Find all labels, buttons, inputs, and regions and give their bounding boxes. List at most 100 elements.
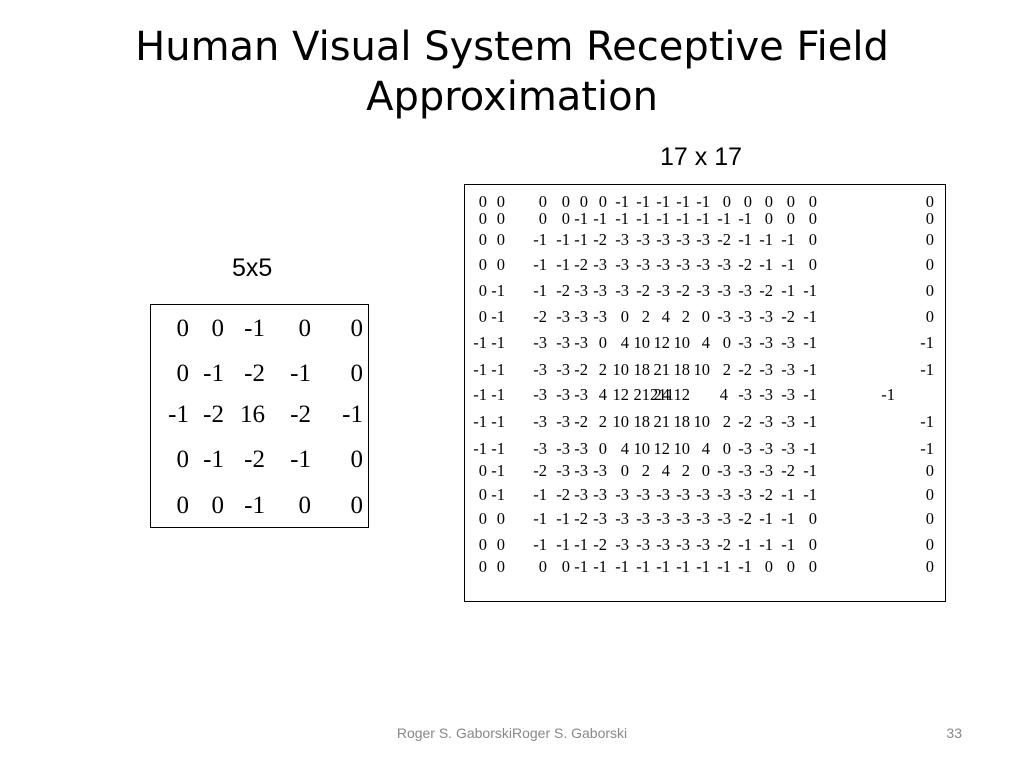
matrix-cell: -1 [803, 439, 817, 458]
matrix-cell: -1 [290, 360, 311, 387]
matrix-cell: 18 [633, 412, 651, 431]
matrix-cell: 0 [786, 192, 795, 211]
matrix-cell: 0 [538, 192, 547, 211]
matrix-cell: -3 [696, 281, 710, 300]
matrix-cell: -1 [920, 333, 934, 352]
matrix-cell: -1 [781, 535, 795, 554]
matrix-cell: 0 [598, 192, 607, 211]
matrix-cell: -2 [244, 446, 265, 473]
matrix-cell: -1 [491, 439, 505, 458]
matrix-cell: 0 [350, 360, 364, 387]
matrix-cell: -1 [656, 209, 670, 228]
matrix-cell: -3 [636, 255, 650, 274]
matrix-cell: -3 [738, 333, 752, 352]
matrix-cell: -3 [696, 485, 710, 504]
matrix-cell: -1 [244, 492, 265, 519]
matrix-cell: 0 [478, 192, 487, 211]
matrix-cell: -3 [593, 281, 607, 300]
matrix-cell: -1 [574, 209, 588, 228]
matrix-cell: -1 [920, 412, 934, 431]
matrix-cell: -1 [593, 557, 607, 576]
matrix-cell: -1 [738, 535, 752, 554]
matrix-cell: -1 [342, 401, 363, 428]
matrix-cell: -1 [803, 461, 817, 480]
matrix-cell: -2 [533, 307, 547, 326]
matrix-cell: -1 [759, 230, 773, 249]
matrix-cell: 0 [211, 315, 225, 342]
matrix-cell: -1 [656, 192, 670, 211]
matrix-cell: -3 [615, 535, 629, 554]
matrix-cell: -1 [803, 281, 817, 300]
matrix-cell: -3 [533, 412, 547, 431]
matrix-cell: -1 [759, 535, 773, 554]
matrix-cell: -1 [473, 360, 487, 379]
matrix-cell: -2 [759, 281, 773, 300]
matrix-cell: -2 [781, 461, 795, 480]
matrix-cell: 10 [693, 412, 711, 431]
matrix-cell: 0 [722, 439, 731, 458]
matrix-cell: -2 [244, 360, 265, 387]
matrix-cell: 0 [478, 461, 487, 480]
matrix-cell: -3 [533, 333, 547, 352]
matrix-cell: -2 [203, 401, 224, 428]
matrix-cell: -3 [533, 385, 547, 404]
matrix-cell: -2 [290, 401, 311, 428]
matrix-cell: 0 [478, 485, 487, 504]
matrix-cell: -1 [574, 230, 588, 249]
matrix-cell: -3 [738, 281, 752, 300]
matrix-cell: -3 [696, 535, 710, 554]
matrix-cell: -3 [717, 255, 731, 274]
matrix-cell: -3 [556, 385, 570, 404]
matrix-cell: 0 [298, 315, 312, 342]
matrix-cell: -3 [615, 281, 629, 300]
matrix-cell: 2 [681, 307, 690, 326]
matrix-cell: -3 [738, 439, 752, 458]
matrix-cell: 12 [612, 385, 630, 404]
matrix-cell: 0 [925, 230, 934, 249]
matrix-cell: -3 [574, 385, 588, 404]
matrix-cell: -3 [556, 461, 570, 480]
matrix-cell: -1 [781, 485, 795, 504]
footer-author: Roger S. GaborskiRoger S. Gaborski [396, 725, 628, 741]
matrix-cell: -2 [593, 230, 607, 249]
matrix-cell: -3 [615, 255, 629, 274]
matrix-cell: 0 [211, 492, 225, 519]
matrix-cell: 0 [538, 557, 547, 576]
matrix-cell: -3 [781, 385, 795, 404]
matrix-cell: -3 [759, 307, 773, 326]
matrix-cell: -2 [574, 509, 588, 528]
matrix-cell: 0 [478, 509, 487, 528]
matrix-cell: 0 [176, 492, 190, 519]
matrix-cell: 0 [808, 209, 817, 228]
matrix-cell: -3 [759, 461, 773, 480]
matrix-cell: -1 [920, 360, 934, 379]
matrix-cell: 0 [176, 360, 190, 387]
matrix-cell: -1 [473, 385, 487, 404]
matrix-cell: 0 [743, 192, 752, 211]
matrix-cell: -3 [656, 281, 670, 300]
matrix-cell: -3 [717, 509, 731, 528]
matrix-cell: 0 [496, 192, 505, 211]
matrix-cell: -3 [593, 485, 607, 504]
matrix-cell: -3 [738, 385, 752, 404]
matrix-cell: -3 [717, 461, 731, 480]
matrix-cell: -2 [574, 360, 588, 379]
matrix-cell: 0 [808, 255, 817, 274]
matrix-cell: -1 [556, 535, 570, 554]
matrix-cell: 0 [722, 192, 731, 211]
matrix-cell: 0 [808, 509, 817, 528]
matrix-cell: 0 [478, 307, 487, 326]
matrix-cell: -3 [593, 461, 607, 480]
matrix-cell: -1 [803, 307, 817, 326]
matrix-cell: 0 [496, 535, 505, 554]
matrix-cell: -1 [533, 535, 547, 554]
matrix-cell: -3 [738, 307, 752, 326]
matrix-cell: -3 [696, 255, 710, 274]
matrix-cell: -1 [491, 307, 505, 326]
matrix-cell: -2 [574, 255, 588, 274]
matrix-cell: 0 [925, 192, 934, 211]
matrix-cell: -1 [473, 412, 487, 431]
matrix-cell: -1 [556, 509, 570, 528]
matrix-cell: 10 [693, 360, 711, 379]
matrix-cell: -3 [676, 509, 690, 528]
